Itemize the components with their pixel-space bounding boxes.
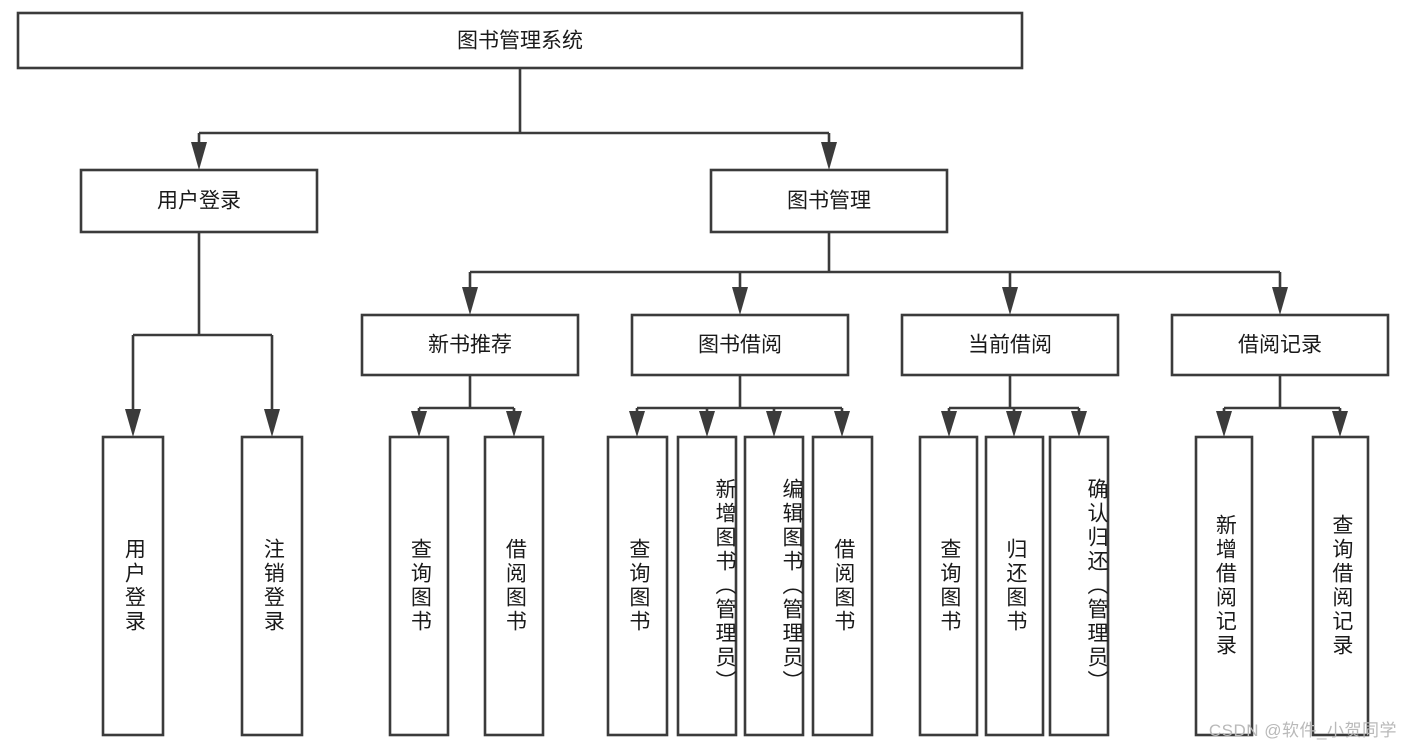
arrow-to-new-books [462,287,478,315]
node-root[interactable]: 图书管理系统 [16,11,1024,70]
node-book-management-box[interactable] [709,168,949,234]
node-borrow-records-box[interactable] [1170,313,1390,377]
node-borrow-records-label: 借阅记录 [1238,334,1322,357]
arrow-to-leaf-borrow-book-b [834,411,850,437]
node-book-borrow-box[interactable] [630,313,850,377]
leaf-box-confirm-return[interactable] [1048,435,1110,737]
arrow-to-leaf-query-book-c [941,411,957,437]
arrow-to-leaf-confirm-return [1071,411,1087,437]
arrow-to-borrow-records [1272,287,1288,315]
node-current-borrow[interactable]: 当前借阅 [900,313,1120,377]
node-user-login[interactable]: 用户登录 [79,168,319,234]
edge-group-current-borrow-to-leaves [941,375,1087,437]
leaf-box-query-record[interactable] [1311,435,1370,737]
leaf-box-add-book[interactable] [676,435,738,737]
arrow-to-leaf-edit-book [766,411,782,437]
node-new-book-recommend-box[interactable] [360,313,580,377]
arrow-to-user-login [191,142,207,170]
arrow-to-borrow-books [732,287,748,315]
edge-group-borrow-books-to-leaves [629,375,850,437]
edge-group-borrow-records-to-leaves [1216,375,1348,437]
node-book-borrow-label: 图书借阅 [698,334,782,357]
arrow-to-leaf-query-record [1332,411,1348,437]
node-user-login-label: 用户登录 [157,190,241,213]
arrow-to-leaf-query-book-a [411,411,427,437]
node-book-management[interactable]: 图书管理 [709,168,949,234]
leaf-boxes [101,435,1370,737]
node-book-borrow[interactable]: 图书借阅 [630,313,850,377]
arrow-to-leaf-add-book [699,411,715,437]
node-book-management-label: 图书管理 [787,190,871,213]
node-root-label: 图书管理系统 [457,30,583,53]
arrow-to-current-borrow [1002,287,1018,315]
arrow-to-book-mgmt [821,142,837,170]
node-current-borrow-box[interactable] [900,313,1120,377]
arrow-to-leaf-query-book-b [629,411,645,437]
leaf-box-add-record[interactable] [1194,435,1254,737]
arrow-to-leaf-logout [264,409,280,437]
leaf-box-borrow-book-a[interactable] [483,435,545,737]
edge-group-new-books-to-leaves [411,375,522,437]
arrow-to-leaf-add-record [1216,411,1232,437]
arrow-to-leaf-borrow-book-a [506,411,522,437]
leaf-box-borrow-book-b[interactable] [811,435,874,737]
edge-group-root-to-level2 [191,68,837,170]
leaf-box-query-book-c[interactable] [918,435,979,737]
arrow-to-leaf-return-book [1006,411,1022,437]
node-current-borrow-label: 当前借阅 [968,334,1052,357]
leaf-box-user-login[interactable] [101,435,165,737]
leaf-box-query-book-b[interactable] [606,435,669,737]
node-root-box[interactable] [16,11,1024,70]
leaf-box-edit-book[interactable] [743,435,805,737]
watermark-text: CSDN @软件_小贺同学 [1208,721,1397,740]
node-user-login-box[interactable] [79,168,319,234]
node-new-book-recommend[interactable]: 新书推荐 [360,313,580,377]
leaf-box-return-book[interactable] [984,435,1045,737]
node-new-book-recommend-label: 新书推荐 [428,334,512,357]
arrow-to-leaf-user-login [125,409,141,437]
leaf-box-logout[interactable] [240,435,304,737]
edge-group-book-mgmt-to-level3 [462,232,1288,315]
edge-group-user-login-to-leaves [125,232,280,437]
node-borrow-records[interactable]: 借阅记录 [1170,313,1390,377]
leaf-box-query-book-a[interactable] [388,435,450,737]
